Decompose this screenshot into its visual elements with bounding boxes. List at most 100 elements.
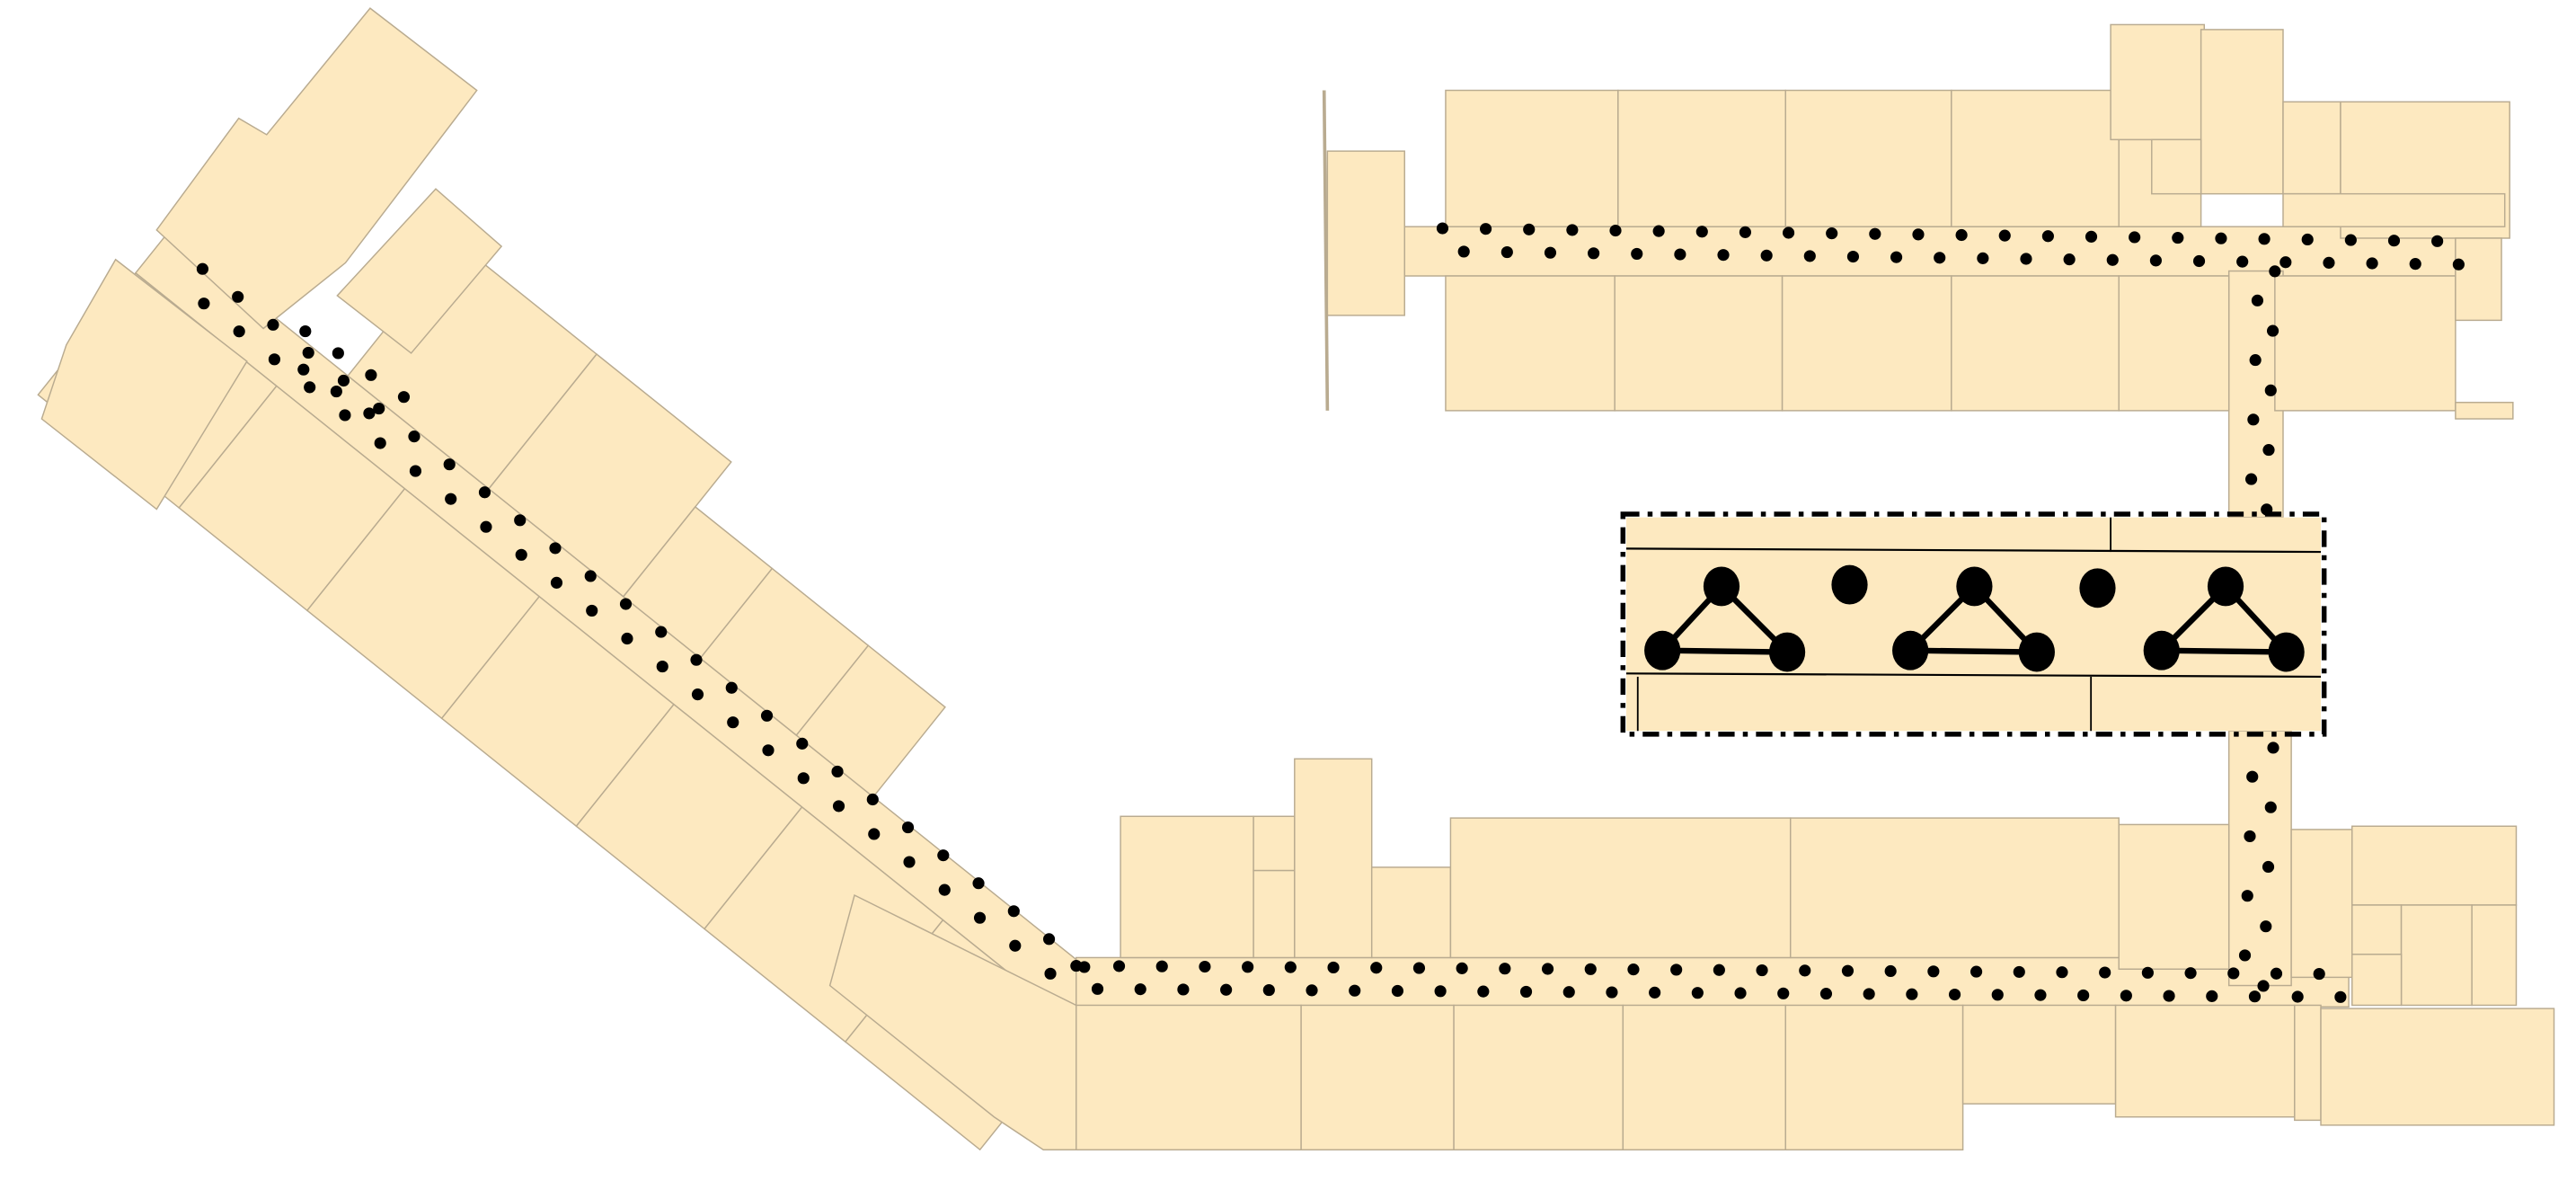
triangle-graph-icon: [1644, 566, 1806, 672]
path-dot: [868, 828, 881, 840]
path-dot: [1519, 985, 1533, 999]
path-dot: [233, 325, 245, 338]
path-dot: [1199, 960, 1211, 973]
room: [2351, 825, 2518, 906]
room: [1453, 1004, 1624, 1151]
room: [2151, 138, 2202, 195]
path-dot: [621, 632, 633, 645]
path-dot: [937, 849, 950, 862]
path-dot: [2264, 384, 2277, 396]
path-dot: [797, 772, 810, 785]
path-dot: [1863, 988, 1875, 1000]
path-dot: [1155, 960, 1168, 972]
path-dot: [1044, 967, 1057, 980]
path-dot: [1500, 245, 1513, 259]
room: [1614, 275, 1784, 412]
path-dot: [2269, 265, 2281, 278]
graph-edges: [1655, 584, 1794, 655]
room: [1951, 275, 2120, 412]
room: [2290, 829, 2353, 979]
path-dot: [2344, 234, 2357, 246]
room: [2282, 101, 2341, 195]
room: [40, 258, 248, 511]
path-dot: [831, 765, 844, 778]
path-dot: [1819, 988, 1833, 1000]
path-dot: [2034, 989, 2047, 1001]
room: [795, 644, 946, 798]
path-dot: [2249, 354, 2262, 367]
path-dot: [1649, 986, 1661, 999]
path-dot: [1627, 963, 1640, 976]
room: [1294, 758, 1373, 959]
path-dot: [2452, 258, 2465, 271]
path-dot: [2020, 253, 2032, 265]
path-dot: [1782, 226, 1795, 239]
room: [1253, 815, 1296, 872]
path-dot: [1695, 226, 1708, 238]
path-dot: [268, 353, 281, 366]
path-dot: [2120, 990, 2132, 1002]
room: [1076, 1004, 1302, 1151]
path-dot: [2334, 990, 2347, 1003]
path-dot: [198, 297, 210, 310]
graph-edges: [2155, 584, 2294, 655]
path-dot: [550, 576, 563, 589]
room: [2351, 954, 2403, 1007]
path-dot: [1927, 965, 1940, 978]
path-dot: [1220, 983, 1233, 996]
path-dot: [2301, 233, 2314, 246]
south-wing: [828, 730, 2555, 1151]
room: [2118, 823, 2230, 970]
path-dot: [332, 347, 344, 360]
path-dot: [2236, 255, 2249, 268]
path-dot: [1480, 223, 1492, 235]
room: [2110, 23, 2205, 141]
path-dot: [1566, 224, 1579, 236]
path-dot: [1391, 984, 1404, 998]
path-dot: [973, 911, 987, 924]
path-dot: [267, 318, 279, 331]
path-dot: [2247, 413, 2260, 426]
path-dot: [2106, 253, 2119, 266]
south-connector: [2227, 730, 2292, 987]
path-dot: [1436, 222, 1449, 235]
path-dot: [2260, 920, 2272, 933]
path-dot: [339, 409, 351, 422]
path-dot: [1242, 961, 1254, 973]
path-dot: [2245, 473, 2258, 485]
path-dot: [1803, 250, 1816, 262]
path-dot: [1177, 983, 1190, 996]
path-dot: [1912, 228, 1925, 241]
path-dot: [1777, 987, 1790, 999]
path-dot: [2387, 235, 2401, 247]
path-dot: [2313, 967, 2325, 981]
path-dot: [1760, 249, 1773, 262]
room: [2471, 904, 2518, 1007]
path-dot: [2013, 965, 2025, 978]
path-dot: [2291, 990, 2304, 1003]
room: [1120, 815, 1254, 959]
room: [2455, 237, 2502, 322]
path-dot: [2184, 967, 2197, 980]
path-dot: [2264, 801, 2277, 813]
path-dot: [1457, 245, 1470, 258]
path-dot: [2270, 967, 2283, 980]
west-upper-rooms: [347, 240, 946, 798]
room: [1253, 869, 1296, 959]
path-dot: [365, 369, 377, 381]
path-dot: [2248, 990, 2262, 1003]
path-dot: [1562, 986, 1575, 999]
path-dot: [1717, 249, 1730, 262]
path-dot: [1713, 963, 1725, 976]
path-dot: [2257, 980, 2270, 992]
path-dot: [1262, 983, 1275, 997]
path-dot: [1370, 962, 1383, 974]
path-dot: [2241, 890, 2253, 902]
dot-icon: [2079, 568, 2116, 608]
path-dot: [656, 660, 668, 673]
room: [1622, 1004, 1786, 1151]
room: [336, 188, 503, 354]
path-dot: [2227, 967, 2240, 980]
path-dot: [478, 486, 491, 499]
path-dot: [2246, 770, 2259, 783]
